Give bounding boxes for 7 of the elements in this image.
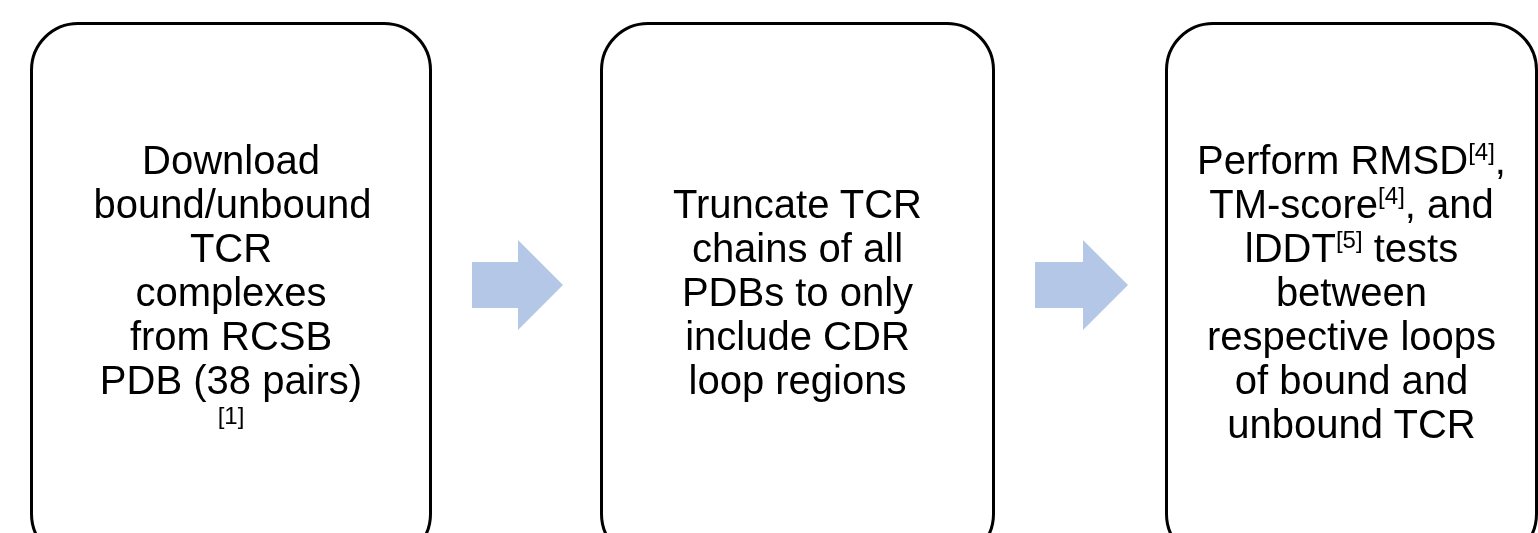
step-text: Perform RMSD$^{[4]}$, TM-score$^{[4]}$, and lDDT$^{[5]}$ tests between respective loops of bound and unbound TCR	[1196, 138, 1507, 446]
process-box	[1165, 22, 1538, 533]
block-arrow	[1035, 240, 1128, 330]
block-arrow	[472, 240, 563, 330]
process-box	[600, 22, 995, 533]
process-box	[30, 22, 432, 533]
step-text: Truncate TCR chains of all PDBs to only include CDR loop regions	[672, 182, 923, 402]
